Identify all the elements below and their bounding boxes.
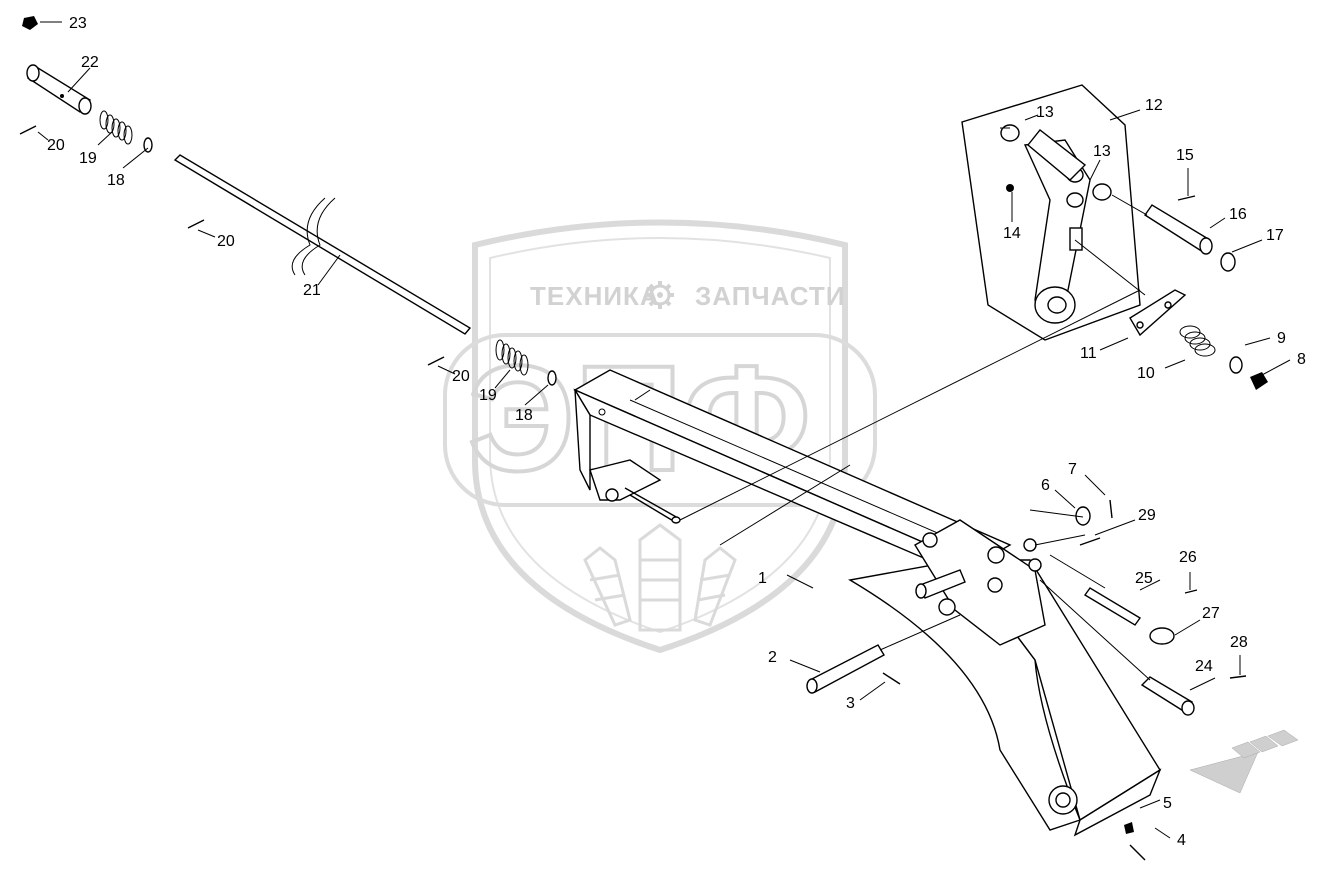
- callout-22: 22: [81, 54, 99, 71]
- callout-13b: 13: [1093, 143, 1111, 160]
- callout-18b: 18: [515, 407, 533, 424]
- callout-19a: 19: [79, 150, 97, 167]
- callout-19b: 19: [479, 387, 497, 404]
- small-parts: [806, 499, 1247, 861]
- callout-24: 24: [1195, 658, 1213, 675]
- watermark-shield: [472, 219, 848, 654]
- callout-4: 4: [1177, 832, 1186, 849]
- watermark-text-right: ЗАПЧАСТИ: [695, 281, 846, 311]
- callout-29: 29: [1138, 507, 1156, 524]
- callout-26: 26: [1179, 549, 1197, 566]
- pedal-assembly: [961, 84, 1268, 390]
- callout-27: 27: [1202, 605, 1220, 622]
- spring-19-bottom: [495, 339, 529, 376]
- nut-23: [22, 16, 38, 30]
- callout-20c: 20: [452, 368, 470, 385]
- callout-10: 10: [1137, 365, 1155, 382]
- spring-19-top: [99, 110, 133, 145]
- callout-28: 28: [1230, 634, 1248, 651]
- watermark-wheat-icon: [583, 523, 737, 632]
- callout-21: 21: [303, 282, 321, 299]
- callout-11: 11: [1080, 345, 1097, 362]
- callout-14: 14: [1003, 225, 1021, 242]
- callout-5: 5: [1163, 795, 1172, 812]
- callout-3: 3: [846, 695, 855, 712]
- rod-assembly: [19, 16, 557, 386]
- callout-20b: 20: [217, 233, 235, 250]
- callout-1: 1: [758, 570, 767, 587]
- callout-2: 2: [768, 649, 777, 666]
- callout-17: 17: [1266, 227, 1284, 244]
- callout-labels: 1 2 3 4 5 6 7 8 9 10 11 12 13 13 14 15 1…: [47, 15, 1306, 849]
- callout-7: 7: [1068, 461, 1077, 478]
- watermark-text-left: ТЕХНИКА: [530, 281, 660, 311]
- gear-icon: [646, 281, 674, 309]
- main-arm-assembly: [573, 369, 1162, 837]
- callout-12: 12: [1145, 97, 1163, 114]
- callout-13a: 13: [1036, 104, 1054, 121]
- direction-arrow-icon: [1189, 729, 1299, 794]
- callout-20a: 20: [47, 137, 65, 154]
- callout-6: 6: [1041, 477, 1050, 494]
- callout-25: 25: [1135, 570, 1153, 587]
- callout-23: 23: [69, 15, 87, 32]
- callout-15: 15: [1176, 147, 1194, 164]
- callout-18a: 18: [107, 172, 125, 189]
- callout-8: 8: [1297, 351, 1306, 368]
- callout-16: 16: [1229, 206, 1247, 223]
- leader-lines: [37, 21, 1291, 839]
- callout-9: 9: [1277, 330, 1286, 347]
